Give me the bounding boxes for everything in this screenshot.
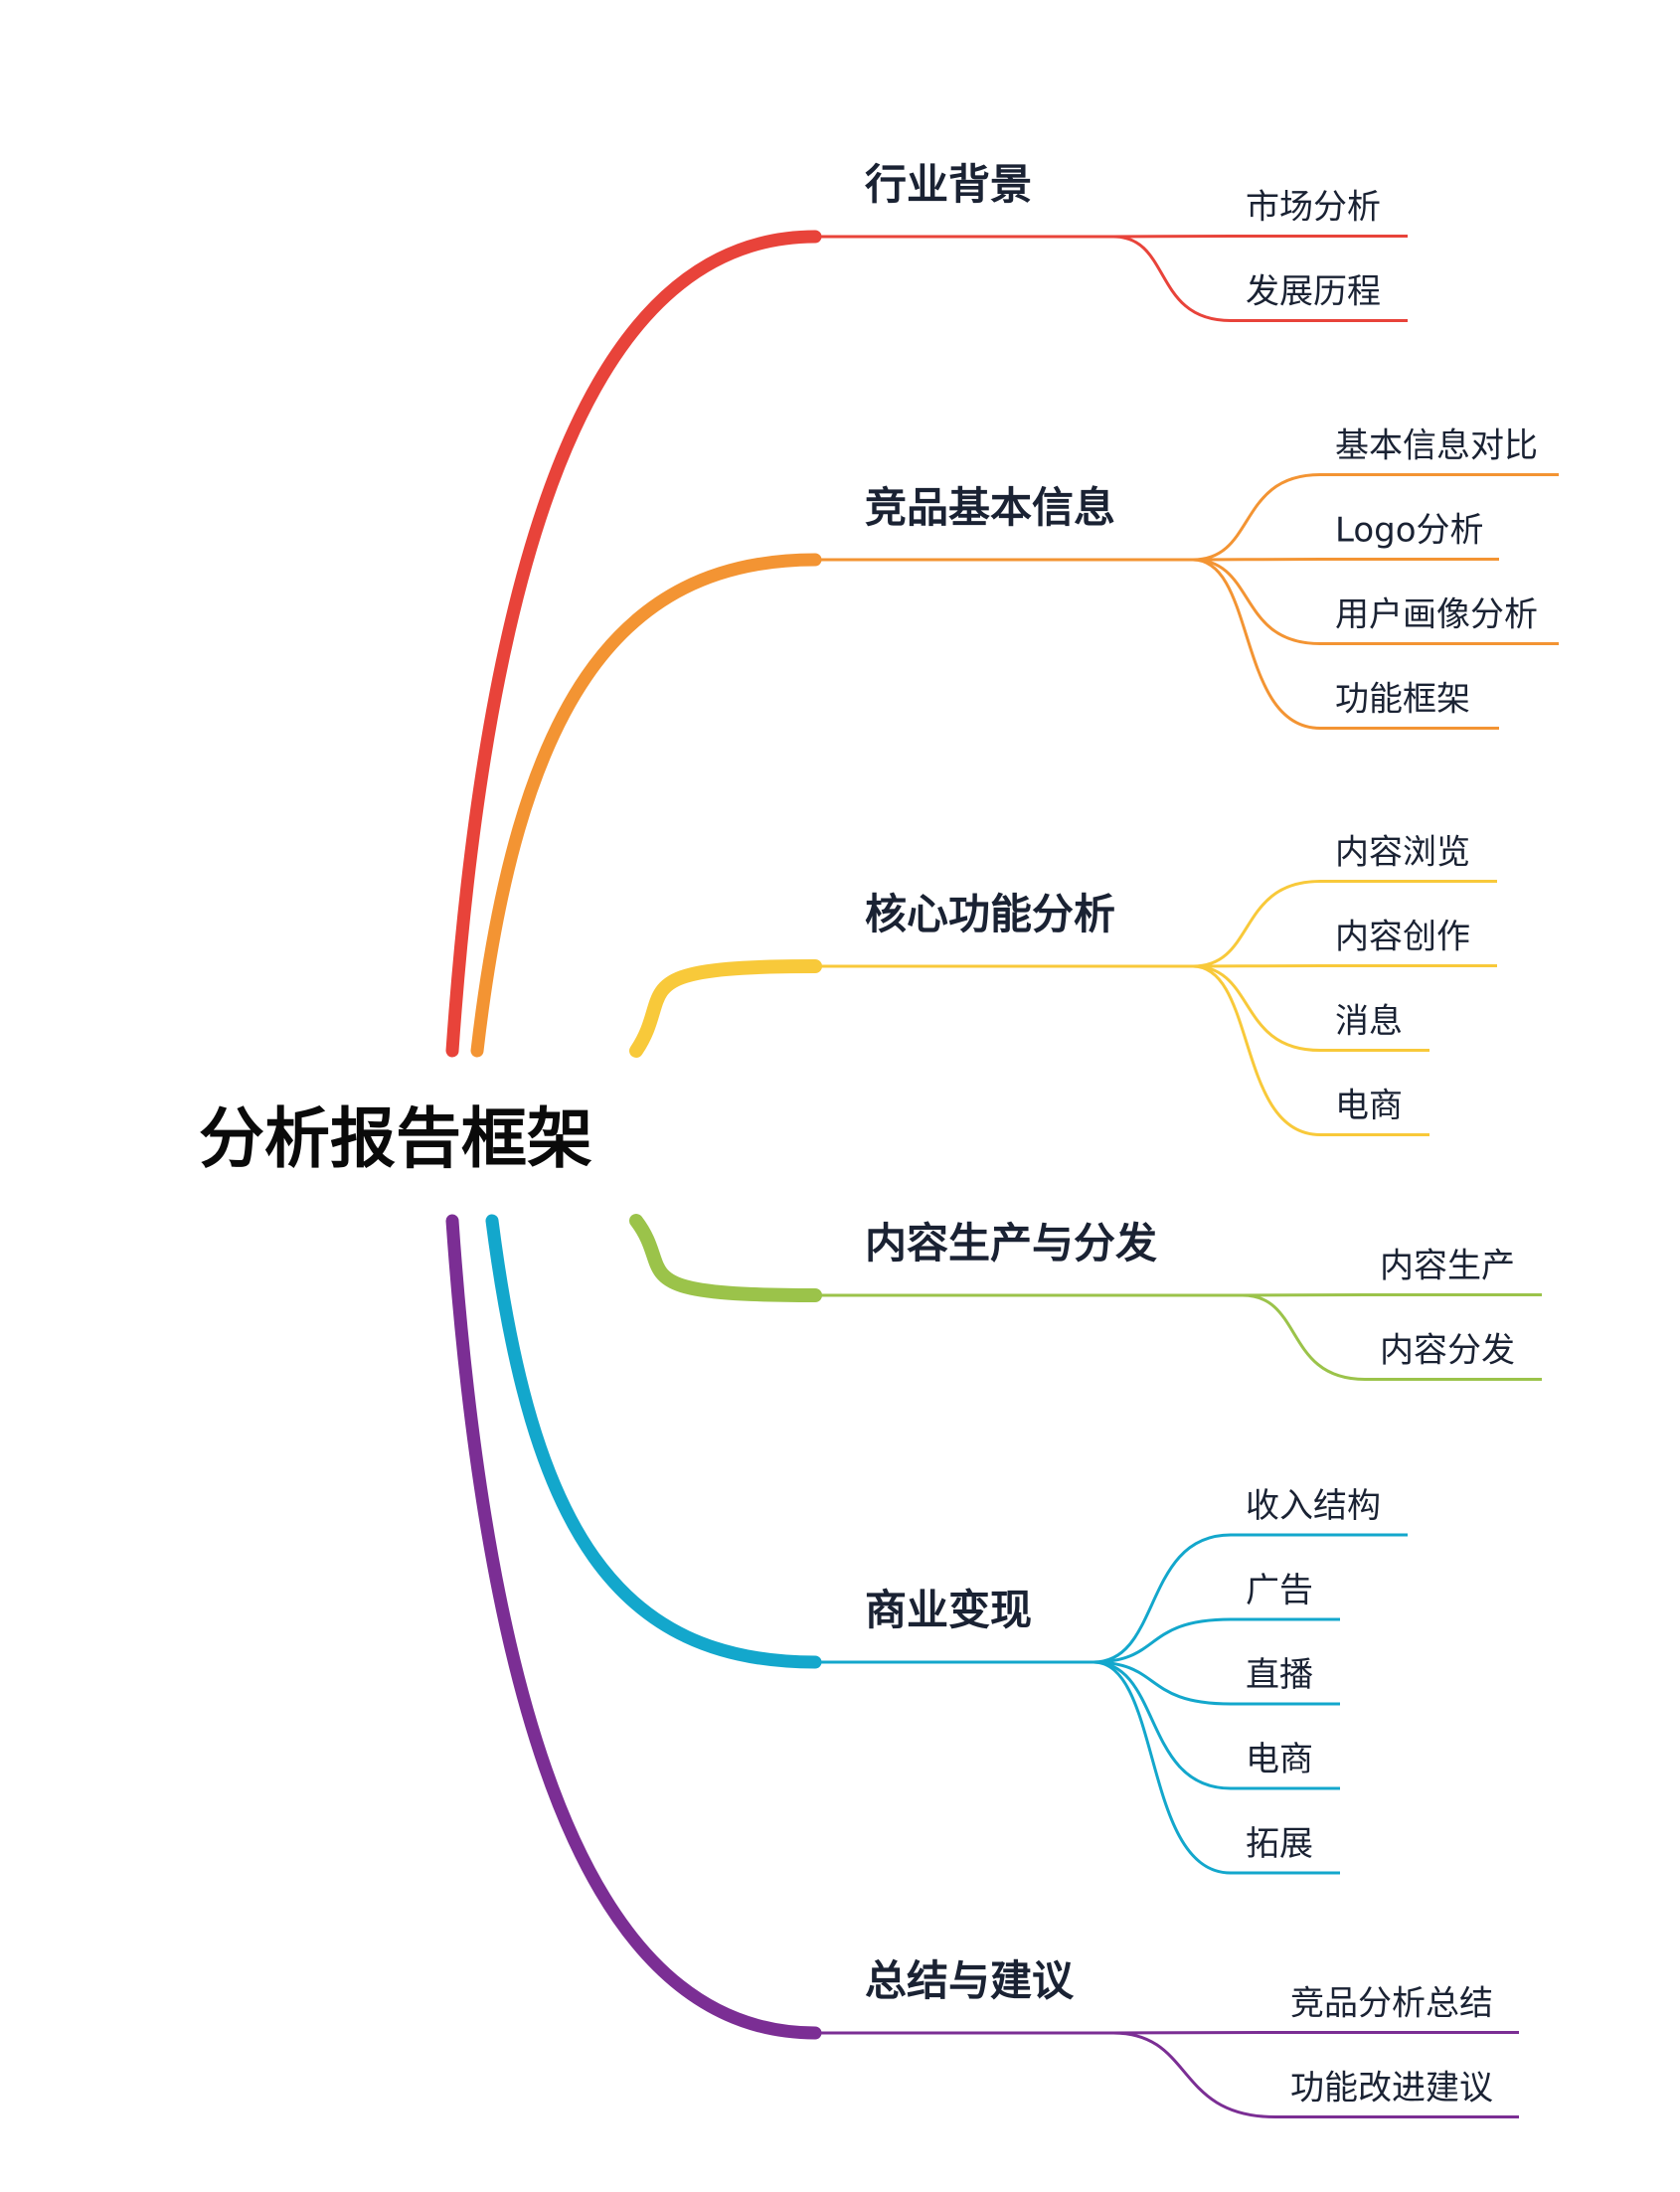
leaf-connector — [1192, 558, 1499, 562]
leaf-topic[interactable]: 收入结构 — [1246, 1486, 1381, 1526]
connector-layer — [445, 230, 1559, 2118]
leaf-topic[interactable]: 内容浏览 — [1335, 833, 1470, 873]
branch-connector — [445, 1214, 822, 2040]
leaf-topic[interactable]: 内容生产 — [1380, 1247, 1515, 1286]
leaf-connector — [1092, 1660, 1340, 1790]
branch-topic[interactable]: 行业背景 — [865, 160, 1032, 209]
leaf-connector — [1242, 1293, 1542, 1297]
leaf-connector — [1112, 235, 1408, 239]
branch-connector — [629, 1214, 822, 1302]
label-layer: 行业背景市场分析发展历程竞品基本信息 基本信息对比 Logo分析用户画像分析功能框架… — [865, 160, 1538, 2108]
branch-topic[interactable]: 竞品基本信息 — [865, 483, 1115, 532]
leaf-connector — [1092, 1660, 1340, 1706]
leaf-connector — [1242, 1293, 1542, 1381]
leaf-connector — [1092, 1617, 1340, 1664]
leaf-topic[interactable]: 内容分发 — [1380, 1331, 1515, 1371]
leaf-topic[interactable]: 市场分析 — [1246, 188, 1381, 228]
leaf-topic[interactable]: 广告 — [1246, 1571, 1313, 1610]
leaf-topic[interactable]: 消息 — [1335, 1002, 1403, 1042]
leaf-connector — [1092, 1533, 1408, 1664]
branch-connector — [445, 230, 822, 1058]
leaf-topic[interactable]: 拓展 — [1246, 1824, 1313, 1864]
leaf-topic[interactable]: 内容创作 — [1335, 918, 1470, 957]
leaf-topic[interactable]: 功能改进建议 — [1290, 2069, 1493, 2108]
leaf-topic[interactable]: 电商 — [1335, 1087, 1403, 1126]
branch-topic[interactable]: 内容生产与分发 — [865, 1219, 1157, 1267]
leaf-topic[interactable]: 竞品分析总结 — [1290, 1984, 1493, 2024]
leaf-connector — [1192, 964, 1429, 1136]
branch-topic[interactable]: 核心功能分析 — [865, 890, 1115, 938]
root-topic[interactable]: 分析报告框架 — [199, 1100, 592, 1177]
leaf-connector — [1192, 880, 1497, 968]
leaf-connector — [1192, 558, 1559, 645]
leaf-topic[interactable]: Logo分析 — [1335, 511, 1484, 551]
leaf-connector — [1192, 558, 1499, 730]
leaf-topic[interactable]: 用户画像分析 — [1335, 595, 1538, 635]
branch-connector — [629, 959, 822, 1058]
leaf-connector — [1112, 2031, 1519, 2118]
leaf-connector — [1192, 964, 1429, 1052]
branch-topic[interactable]: 总结与建议 — [865, 1956, 1075, 2005]
leaf-topic[interactable]: 直播 — [1246, 1655, 1313, 1695]
leaf-connector — [1112, 235, 1408, 322]
leaf-topic[interactable]: 功能框架 — [1335, 680, 1470, 720]
leaf-connector — [1092, 1660, 1340, 1875]
leaf-connector — [1112, 2031, 1519, 2035]
leaf-connector — [1192, 964, 1497, 968]
branch-topic[interactable]: 商业变现 — [865, 1586, 1032, 1634]
leaf-topic[interactable]: 电商 — [1246, 1740, 1313, 1779]
leaf-connector — [1192, 473, 1559, 562]
leaf-topic[interactable]: 发展历程 — [1246, 272, 1381, 312]
branch-connector — [470, 553, 822, 1058]
branch-connector — [485, 1214, 822, 1669]
leaf-topic[interactable]: 基本信息对比 — [1335, 426, 1538, 466]
